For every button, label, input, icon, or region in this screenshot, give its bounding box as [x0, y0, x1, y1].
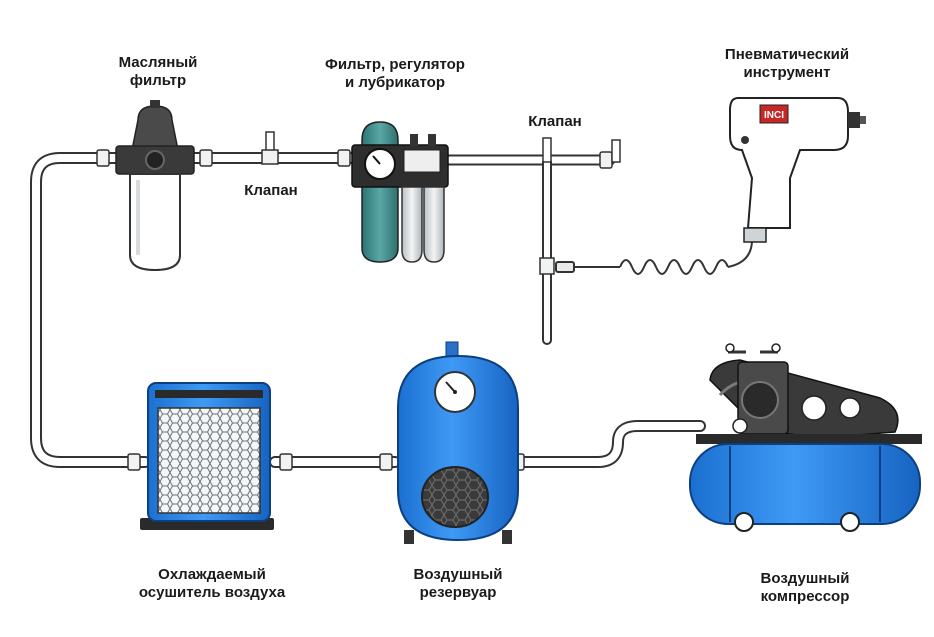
- air-dryer-label: Охлаждаемый осушитель воздуха: [139, 566, 285, 602]
- oil-filter-icon: [115, 100, 195, 272]
- air-dryer-icon: [140, 382, 274, 530]
- air-receiver-label-line2: резервуар: [419, 584, 497, 601]
- valve-top-label: Клапан: [528, 113, 582, 130]
- air-compressor-label-line1: Воздушный: [760, 570, 850, 587]
- pneumatic-tool-label: Пневматический инструмент: [725, 46, 849, 82]
- frl-label: Фильтр, регулятор и лубрикатор: [325, 56, 465, 92]
- coil-hose-icon: [555, 239, 753, 275]
- pipe-line: [30, 152, 706, 468]
- air-compressor-icon: [689, 343, 922, 532]
- impact-wrench-icon: INCI: [729, 97, 866, 243]
- air-receiver-icon: [397, 341, 519, 544]
- pressure-gauge-icon: [434, 371, 476, 413]
- pneumatic-tool-label-line1: Пневматический: [724, 46, 850, 63]
- air-compressor-label: Воздушный компрессор: [761, 570, 850, 606]
- air-dryer-label-line1: Охлаждаемый: [158, 566, 266, 583]
- frl-label-line2: и лубрикатор: [344, 74, 446, 91]
- air-dryer-label-line2: осушитель воздуха: [138, 584, 286, 601]
- oil-filter-label: Масляный фильтр: [119, 54, 198, 90]
- air-receiver-label: Воздушный резервуар: [414, 566, 503, 602]
- air-receiver-label-line1: Воздушный: [413, 566, 503, 583]
- frl-unit-icon: [351, 121, 449, 263]
- oil-filter-label-line1: Масляный: [118, 54, 198, 71]
- valve-icon: [261, 131, 279, 165]
- frl-label-line1: Фильтр, регулятор: [325, 56, 465, 73]
- oil-filter-label-line2: фильтр: [129, 72, 187, 89]
- pneumatic-tool-label-line2: инструмент: [743, 64, 831, 81]
- valve-icon: [539, 137, 621, 275]
- valve-left-label: Клапан: [244, 182, 298, 199]
- tool-brand: INCI: [764, 110, 784, 121]
- air-compressor-label-line2: компрессор: [760, 588, 850, 605]
